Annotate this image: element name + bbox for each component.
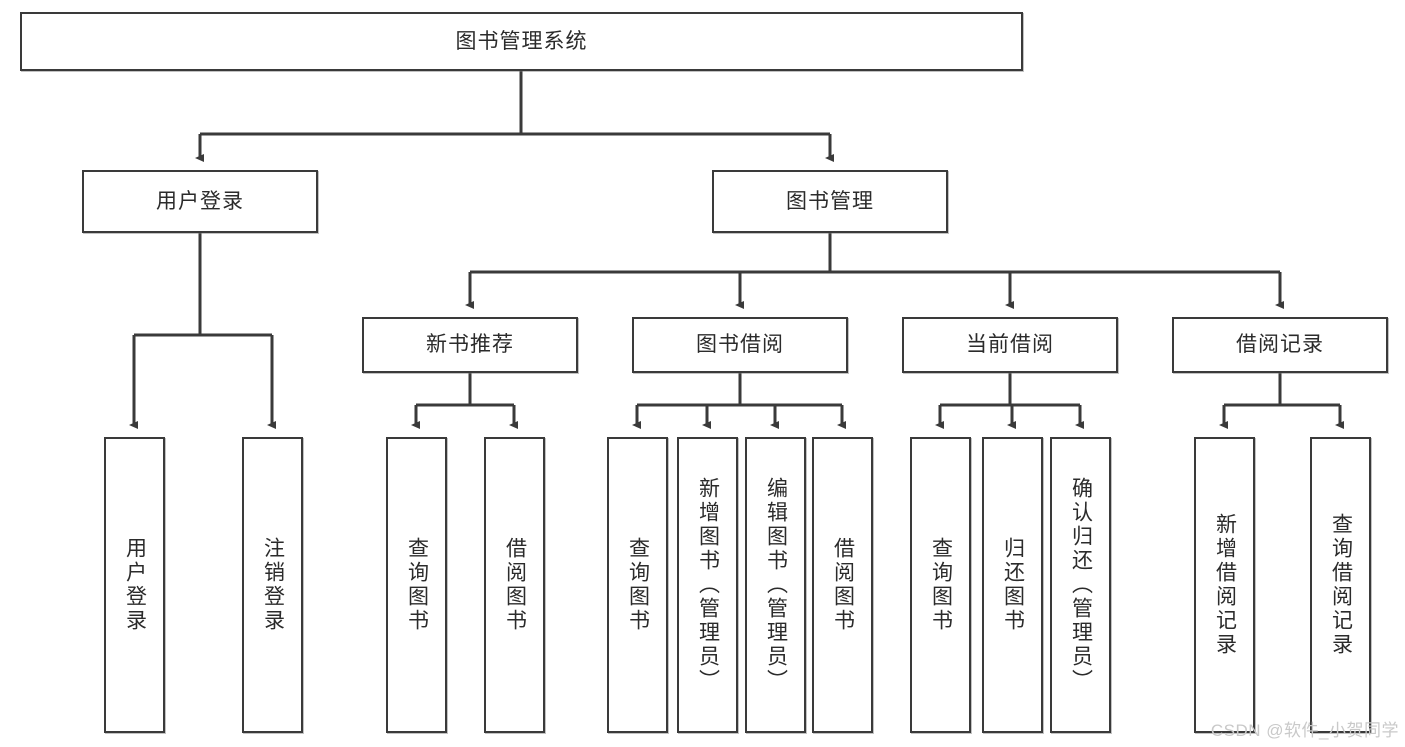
leaf-label: 新增图书（管理员） [696,477,720,693]
leaf-label: 用户登录 [123,537,147,633]
leaf-label: 新增借阅记录 [1213,513,1237,657]
node-leaf-add-book[interactable]: 新增图书（管理员） [677,437,738,733]
node-leaf-edit-book[interactable]: 编辑图书（管理员） [745,437,806,733]
node-book-borrow[interactable]: 图书借阅 [632,317,848,373]
node-leaf-confirm-return[interactable]: 确认归还（管理员） [1050,437,1111,733]
leaf-label: 注销登录 [261,537,285,633]
leaf-label: 查询图书 [929,537,953,633]
node-leaf-query-book-current[interactable]: 查询图书 [910,437,971,733]
node-leaf-user-login[interactable]: 用户登录 [104,437,165,733]
node-leaf-query-book-borrow[interactable]: 查询图书 [607,437,668,733]
node-leaf-query-book-rec[interactable]: 查询图书 [386,437,447,733]
node-leaf-borrow-book-rec[interactable]: 借阅图书 [484,437,545,733]
leaf-label: 借阅图书 [831,537,855,633]
node-leaf-query-record[interactable]: 查询借阅记录 [1310,437,1371,733]
leaf-label: 查询借阅记录 [1329,513,1353,657]
node-borrow-record[interactable]: 借阅记录 [1172,317,1388,373]
leaf-label: 查询图书 [626,537,650,633]
node-new-book-recommend[interactable]: 新书推荐 [362,317,578,373]
node-root-system[interactable]: 图书管理系统 [20,12,1023,71]
csdn-watermark: CSDN @软件_小贺同学 [1210,721,1399,740]
node-leaf-add-record[interactable]: 新增借阅记录 [1194,437,1255,733]
node-user-login[interactable]: 用户登录 [82,170,318,233]
node-current-borrow[interactable]: 当前借阅 [902,317,1118,373]
leaf-label: 借阅图书 [503,537,527,633]
node-book-manage[interactable]: 图书管理 [712,170,948,233]
node-leaf-return-book[interactable]: 归还图书 [982,437,1043,733]
leaf-label: 编辑图书（管理员） [764,477,788,693]
node-leaf-borrow-book[interactable]: 借阅图书 [812,437,873,733]
leaf-label: 查询图书 [405,537,429,633]
leaf-label: 确认归还（管理员） [1069,477,1093,693]
node-leaf-logout[interactable]: 注销登录 [242,437,303,733]
leaf-label: 归还图书 [1001,537,1025,633]
